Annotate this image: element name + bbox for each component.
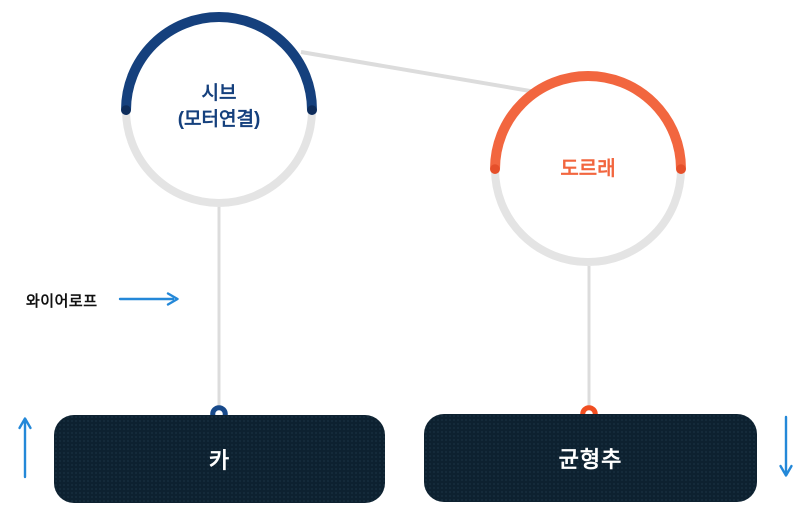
- sheave-label-line1: 시브: [201, 83, 237, 104]
- pulley-arc-left-cap-dot: [490, 164, 500, 174]
- sheave-wheel-upper-arc: [121, 12, 317, 115]
- sheave-arc-right-cap-dot: [307, 105, 317, 115]
- sheave-node-label: 시브 (모터연결): [109, 81, 329, 133]
- downward-arrow-icon: [779, 415, 793, 477]
- wire-rope-arrow-icon: [118, 292, 179, 306]
- wire-rope-label: 와이어로프: [26, 293, 98, 310]
- counterweight-node-label: 균형추: [558, 447, 623, 472]
- pulley-arc-right-cap-dot: [676, 164, 686, 174]
- pulley-node-label: 도르래: [560, 158, 616, 180]
- car-node-box: 카: [54, 415, 385, 503]
- upward-arrow-icon: [18, 417, 32, 479]
- sheave-pulley-connector-line: [300, 50, 537, 94]
- sheave-wheel-lower-arc: [122, 109, 316, 207]
- car-node-label: 카: [208, 448, 231, 473]
- sheave-arc-left-cap-dot: [121, 105, 131, 115]
- counterweight-node-box: 균형추: [424, 414, 757, 502]
- pulley-wheel-upper-arc: [490, 71, 686, 174]
- pulley-wheel-lower-arc: [491, 168, 685, 266]
- sheave-label-line2: (모터연결): [177, 109, 261, 130]
